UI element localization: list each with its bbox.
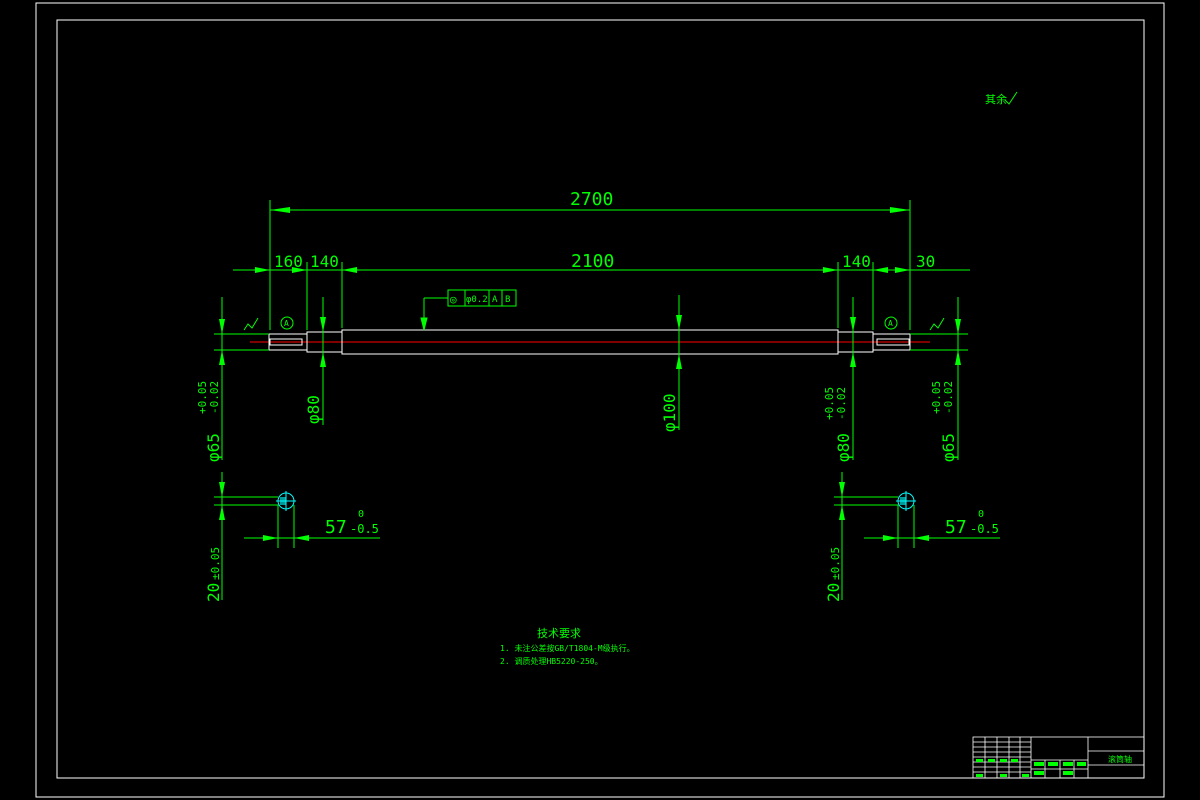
keyway-width-left: 20 xyxy=(204,583,223,602)
keyway-depth-tol-upper-left: 0 xyxy=(358,509,364,520)
dia-right-end-tol-upper: +0.05 xyxy=(930,381,943,414)
tolerance-frame xyxy=(420,289,517,331)
outer-border xyxy=(35,2,1165,798)
tolerance-datum-b: B xyxy=(505,295,510,305)
roughness-symbol-icon xyxy=(1004,91,1018,105)
title-block-marks xyxy=(976,759,1086,777)
keyway-depth-tol-upper-right: 0 xyxy=(978,509,984,520)
keyway-depth-tol-lower-left: -0.5 xyxy=(350,522,379,536)
dim-overall-2700: 2700 xyxy=(570,189,613,210)
tolerance-datum-a: A xyxy=(492,295,498,305)
tech-requirements-title: 技术要求 xyxy=(537,627,581,640)
dia-left-end-tol-upper: +0.05 xyxy=(196,381,209,414)
dim-140-left: 140 xyxy=(310,252,339,271)
dia-left-end: φ65 xyxy=(204,433,223,462)
keyway-depth-left: 57 xyxy=(325,517,347,538)
diameter-arrows xyxy=(219,315,961,369)
dia-right-bearing-tol-lower: -0.02 xyxy=(835,387,848,420)
dimension-lines xyxy=(233,200,970,330)
dia-middle: φ100 xyxy=(660,393,679,432)
roughness-note: 其余 xyxy=(985,92,1007,106)
keyway-width-tol-right: ±0.05 xyxy=(829,547,842,580)
dia-right-end: φ65 xyxy=(939,433,958,462)
keyway-section-left xyxy=(214,472,380,600)
dim-140-right: 140 xyxy=(842,252,871,271)
datum-label-left: A xyxy=(284,319,289,328)
inner-border xyxy=(56,19,1145,779)
keyway-section-right xyxy=(834,472,1000,600)
roughness-mark-left-icon xyxy=(243,317,259,331)
datum-circle-right xyxy=(884,316,898,330)
keyway-depth-right: 57 xyxy=(945,517,967,538)
keyway-width-right: 20 xyxy=(824,583,843,602)
datum-circle-left xyxy=(280,316,294,330)
tolerance-symbol-icon: ◎ xyxy=(450,293,457,306)
dia-right-bearing-tol-upper: +0.05 xyxy=(823,387,836,420)
dim-2100: 2100 xyxy=(571,251,614,272)
dia-left-bearing: φ80 xyxy=(304,395,323,424)
dia-right-bearing: φ80 xyxy=(834,433,853,462)
tech-requirements-item-2: 2. 调质处理HB5220-250。 xyxy=(500,656,603,666)
keyway-width-tol-left: ±0.05 xyxy=(209,547,222,580)
shaft-outline xyxy=(268,329,911,355)
dia-right-end-tol-lower: -0.02 xyxy=(942,381,955,414)
dim-160: 160 xyxy=(274,252,303,271)
dimension-arrows xyxy=(255,207,910,273)
title-block-name: 滚筒轴 xyxy=(1108,754,1132,764)
roughness-mark-right-icon xyxy=(929,317,945,331)
tech-requirements-item-1: 1. 未注公差按GB/T1804-M级执行。 xyxy=(500,643,635,653)
keyway-depth-tol-lower-right: -0.5 xyxy=(970,522,999,536)
datum-label-right: A xyxy=(888,319,893,328)
dia-left-end-tol-lower: -0.02 xyxy=(208,381,221,414)
dim-30: 30 xyxy=(916,252,935,271)
tolerance-value: φ0.2 xyxy=(466,295,488,305)
